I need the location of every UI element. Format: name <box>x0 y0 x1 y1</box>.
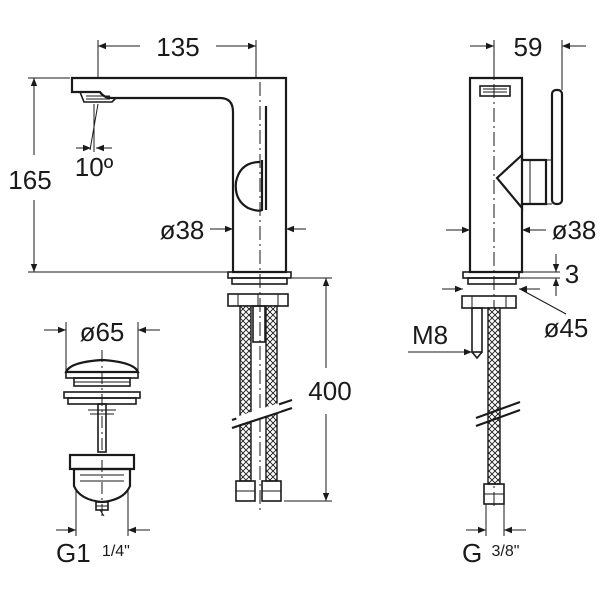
dim-angle-label: 10º <box>75 152 114 182</box>
front-spout-outlet-lines <box>86 95 110 100</box>
front-spout-outlet <box>79 91 117 103</box>
side-cartridge <box>495 152 548 212</box>
front-base-washer <box>231 277 288 285</box>
side-body <box>468 76 524 274</box>
dim-59-label: 59 <box>514 32 543 62</box>
dim-g38-label-main: G <box>462 538 482 568</box>
side-break-mark <box>475 400 521 428</box>
side-aerator <box>479 85 511 97</box>
front-fixing-nut-lines <box>237 294 279 306</box>
side-stud-tip <box>471 351 483 360</box>
front-spout-outline <box>70 76 288 274</box>
dim-400-label: 400 <box>308 376 351 406</box>
front-break-gap <box>235 403 282 425</box>
svg-text:G 3/8": G 3/8" <box>462 538 519 568</box>
dim-angle-line-2 <box>89 103 99 151</box>
dim-3-label: 3 <box>565 259 579 289</box>
front-view: 135 165 10º ø38 400 <box>8 32 352 510</box>
side-fixing-nut <box>461 295 517 309</box>
svg-text:G1 1/4": G1 1/4" <box>56 538 130 568</box>
side-lever-handle <box>550 88 564 206</box>
front-stud <box>252 305 266 343</box>
dim-g114-label-fraction: 1/4" <box>102 543 130 560</box>
front-hose-left <box>239 305 252 482</box>
dim-165-label: 165 <box>8 165 51 195</box>
waste-body-line <box>80 474 124 482</box>
dim-g38-label-fraction: 3/8" <box>491 543 519 560</box>
waste-valve-view: ø65 G1 1/4" <box>44 317 160 568</box>
side-view: 59 ø38 3 ø45 M8 G 3/8" <box>408 32 596 568</box>
dim-g114-label-main: G1 <box>56 538 91 568</box>
dim-45-label: ø45 <box>544 313 589 343</box>
side-hose <box>487 307 501 485</box>
dim-135-label: 135 <box>156 32 199 62</box>
front-hose-right <box>265 305 278 482</box>
dim-38-front-label: ø38 <box>160 215 205 245</box>
dim-m8-label: M8 <box>412 320 448 350</box>
side-stud <box>471 307 483 353</box>
dim-38-side-label: ø38 <box>552 215 597 245</box>
side-cartridge-lines <box>529 159 552 205</box>
dim-45-leader <box>519 288 567 315</box>
side-fixing-nut-lines <box>471 296 507 308</box>
dim-65-label: ø65 <box>80 317 125 347</box>
side-aerator-lines <box>483 88 507 93</box>
side-base-washer <box>467 277 517 285</box>
front-lever <box>234 160 264 212</box>
